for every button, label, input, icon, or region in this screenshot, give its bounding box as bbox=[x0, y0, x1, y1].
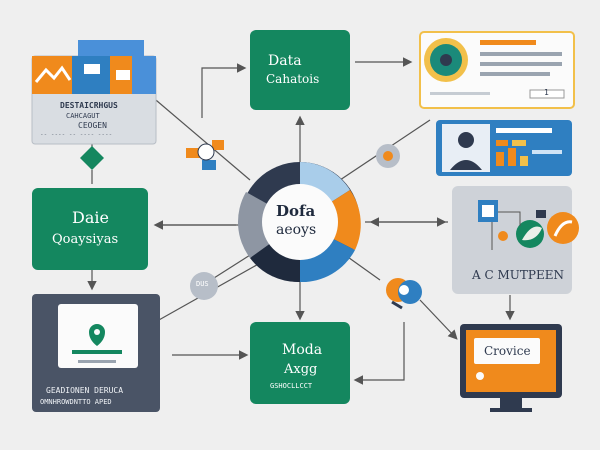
bottom-green-line3: GSHOCLLCCT bbox=[270, 382, 313, 390]
hub bbox=[237, 162, 361, 283]
left-green-box bbox=[32, 188, 148, 270]
line-hub-to-right-gray bbox=[344, 254, 381, 281]
user-icon bbox=[450, 132, 482, 170]
bottom-green-line2: Axgg bbox=[284, 362, 318, 377]
top-left-card-line3: -- ---- -- ---- ---- bbox=[40, 131, 113, 138]
arrow-monitor-to-bottom-green bbox=[353, 322, 405, 385]
arrow-to-monitor bbox=[419, 299, 458, 340]
bottom-left-card-line2: OMNHROWDNTTO APED bbox=[40, 398, 112, 406]
monitor-label: Crovice bbox=[484, 344, 531, 358]
top-left-card-heading: DESTAICRHGUS bbox=[60, 101, 118, 110]
hub-line2: aeoys bbox=[276, 222, 317, 238]
top-green-line2: Cahatois bbox=[266, 72, 320, 86]
pin-icon bbox=[386, 278, 422, 310]
top-green-line1: Data bbox=[268, 53, 302, 69]
top-green-box bbox=[250, 30, 350, 110]
line-topleft-card-to-hub bbox=[149, 94, 251, 181]
hub-line1: Dofa bbox=[276, 202, 316, 220]
small-badge-label: DUS bbox=[196, 280, 209, 288]
circle-badge-icon bbox=[376, 144, 400, 168]
top-right-card bbox=[419, 31, 575, 109]
profile-card bbox=[436, 120, 572, 176]
chat-bubble-icon bbox=[186, 140, 224, 170]
diamond-icon bbox=[80, 146, 104, 170]
bottom-left-card-line1: GEADIONEN DERUCA bbox=[46, 386, 124, 395]
monitor-icon bbox=[460, 324, 562, 412]
left-green-line2: Qoaysiyas bbox=[52, 232, 119, 247]
top-left-card-line2: CEOGEN bbox=[78, 121, 107, 130]
leaf-icon bbox=[522, 226, 542, 241]
bottom-left-card bbox=[32, 294, 160, 412]
top-left-card-line1: CAHCAGUT bbox=[66, 112, 100, 120]
small-badge bbox=[190, 272, 218, 300]
left-green-line1: Daie bbox=[72, 208, 109, 227]
arrow-top-left-to-top-green bbox=[201, 63, 247, 118]
top-right-card-value: 1 bbox=[544, 88, 549, 97]
right-gray-box bbox=[452, 186, 579, 294]
right-gray-label: A C MUTPEEN bbox=[472, 268, 564, 282]
bottom-green-box bbox=[250, 322, 350, 404]
top-left-card bbox=[31, 40, 157, 145]
bottom-green-line1: Moda bbox=[282, 342, 323, 358]
